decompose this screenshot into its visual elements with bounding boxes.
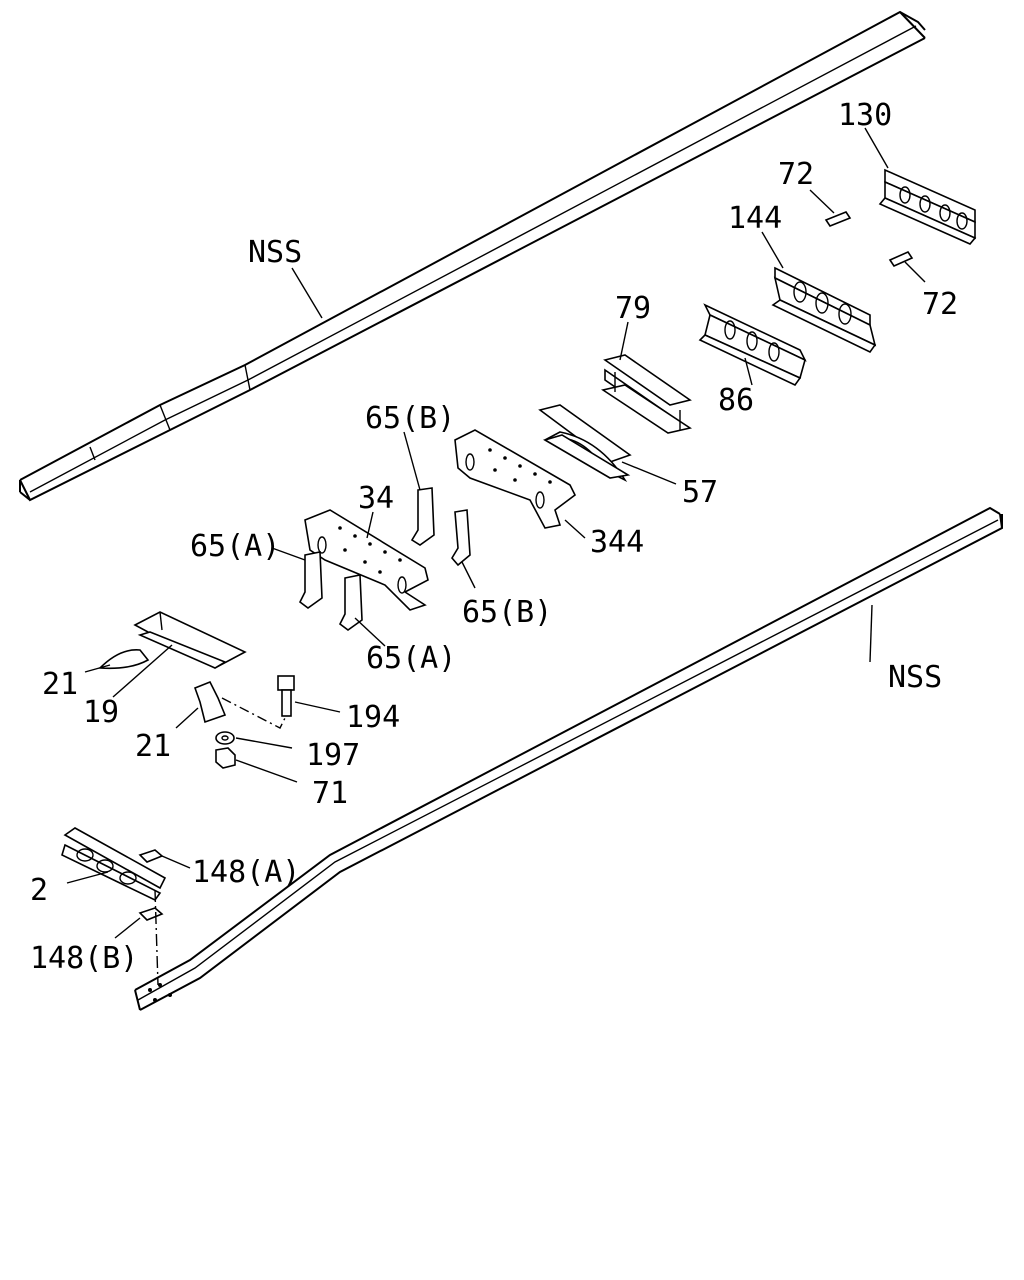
label-86: 86 — [718, 383, 754, 418]
label-71: 71 — [312, 776, 348, 811]
plate-72-lower — [888, 250, 914, 268]
washer-197 — [215, 731, 235, 745]
label-344: 344 — [590, 525, 644, 560]
bracket-65b-lower — [451, 509, 471, 567]
label-148a: 148(A) — [192, 855, 300, 890]
plate-72-upper — [824, 211, 852, 227]
label-65a-lower: 65(A) — [366, 641, 456, 676]
bracket-21-upper — [98, 649, 150, 670]
label-79: 79 — [615, 291, 651, 326]
bracket-21-lower — [193, 680, 227, 724]
plate-148b — [138, 907, 164, 921]
crossmember-57 — [538, 404, 632, 482]
label-65b-upper: 65(B) — [365, 401, 455, 436]
bolt-194 — [277, 675, 295, 717]
plate-148a — [138, 849, 164, 863]
crossmember-79 — [600, 354, 693, 434]
label-65a-upper: 65(A) — [190, 529, 280, 564]
crossmember-144 — [771, 266, 877, 354]
label-nss-lower: NSS — [888, 660, 942, 695]
label-65b-lower: 65(B) — [462, 595, 552, 630]
upper-side-rail — [19, 10, 926, 502]
crossmember-344 — [454, 429, 577, 529]
lower-side-rail — [134, 506, 1003, 1011]
label-nss-upper: NSS — [248, 235, 302, 270]
crossmember-34 — [304, 509, 429, 611]
bracket-65a-upper — [298, 551, 323, 609]
label-21-upper: 21 — [42, 667, 78, 702]
bracket-65a-lower — [338, 574, 363, 631]
label-197: 197 — [306, 738, 360, 773]
assembly-line-bolt — [221, 697, 287, 729]
label-194: 194 — [346, 700, 400, 735]
gusset-19 — [133, 611, 247, 669]
label-19: 19 — [83, 695, 119, 730]
label-57: 57 — [682, 475, 718, 510]
label-144: 144 — [728, 201, 782, 236]
label-72-upper: 72 — [778, 157, 814, 192]
assembly-line-148 — [154, 889, 159, 986]
label-130: 130 — [838, 98, 892, 133]
leader-lines — [66, 127, 926, 939]
bracket-2 — [61, 827, 167, 902]
crossmember-130 — [878, 168, 977, 245]
label-72-lower: 72 — [922, 287, 958, 322]
label-21-lower: 21 — [135, 729, 171, 764]
bracket-65b-upper — [410, 487, 435, 546]
nut-71 — [215, 747, 236, 769]
label-34: 34 — [358, 481, 394, 516]
crossmember-86 — [698, 303, 807, 387]
label-2: 2 — [30, 873, 48, 908]
label-148b: 148(B) — [30, 941, 138, 976]
